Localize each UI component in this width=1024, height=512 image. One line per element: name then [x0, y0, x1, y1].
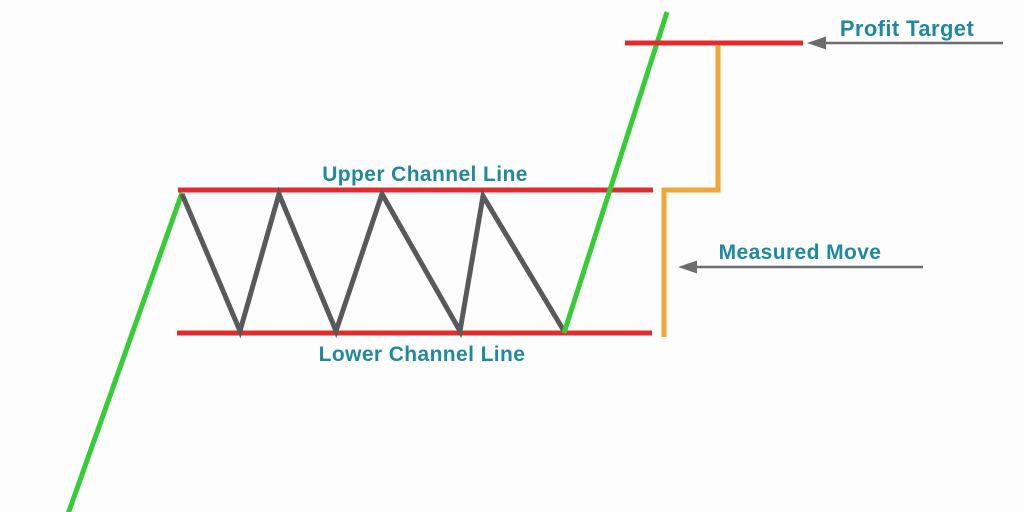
profit-target-label: Profit Target — [840, 16, 975, 41]
measured-move-bracket — [661, 45, 721, 337]
profit-target-arrowhead-icon — [807, 36, 826, 50]
measured-move-arrowhead-icon — [678, 260, 697, 274]
upper-channel-label: Upper Channel Line — [322, 163, 528, 186]
breakout-line — [561, 11, 670, 334]
measured-move-label: Measured Move — [719, 241, 882, 264]
consolidation-zigzag — [179, 186, 567, 339]
lower-channel-label: Lower Channel Line — [319, 343, 526, 366]
uptrend-line-left — [66, 192, 185, 512]
